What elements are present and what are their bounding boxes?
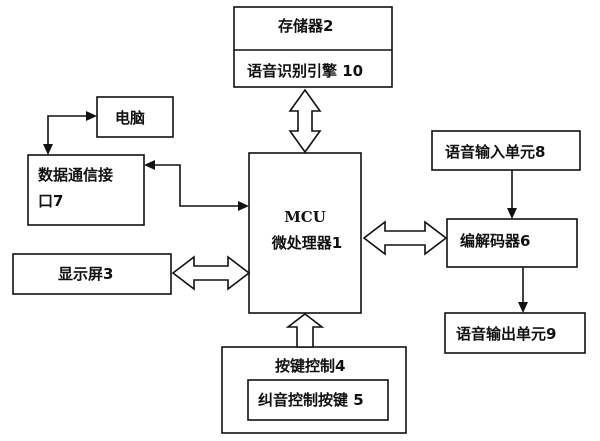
computer-label: 电脑 <box>115 109 145 127</box>
display-block: 显示屏3 <box>12 253 172 295</box>
key-control-mcu-arrow <box>285 312 325 348</box>
mcu-block: MCU 微处理器1 <box>248 152 362 314</box>
speech-output-block: 语音输出单元9 <box>444 312 586 354</box>
data-interface-block: 数据通信接 口7 <box>27 154 145 226</box>
mcu-label-line1: MCU <box>284 208 326 226</box>
codec-block: 编解码器6 <box>446 218 578 268</box>
speech-input-block: 语音输入单元8 <box>431 130 581 171</box>
speech-output-label: 语音输出单元9 <box>456 325 556 343</box>
correction-key-label: 纠音控制按键 5 <box>258 391 364 409</box>
mcu-label-line2: 微处理器1 <box>271 234 342 252</box>
memory-mcu-double-arrow <box>288 88 322 154</box>
speech-input-codec-arrow <box>507 170 517 219</box>
speech-input-label: 语音输入单元8 <box>445 143 545 161</box>
speech-engine-label: 语音识别引擎 10 <box>247 62 363 80</box>
key-control-label: 按键控制4 <box>275 357 345 375</box>
codec-label: 编解码器6 <box>460 232 530 250</box>
interface-computer-arrow <box>43 111 97 155</box>
interface-mcu-arrow <box>144 160 249 211</box>
mcu-codec-double-arrow <box>362 220 448 256</box>
memory-block: 存储器2 语音识别引擎 10 <box>233 6 393 88</box>
data-interface-label-line1: 数据通信接 <box>38 166 113 184</box>
memory-label: 存储器2 <box>278 17 333 35</box>
computer-block: 电脑 <box>96 96 174 138</box>
data-interface-label-line2: 口7 <box>38 192 63 210</box>
key-control-block: 按键控制4 纠音控制按键 5 <box>221 346 407 434</box>
display-label: 显示屏3 <box>58 265 113 283</box>
display-mcu-double-arrow <box>171 255 251 291</box>
codec-speech-output-arrow <box>518 267 528 313</box>
